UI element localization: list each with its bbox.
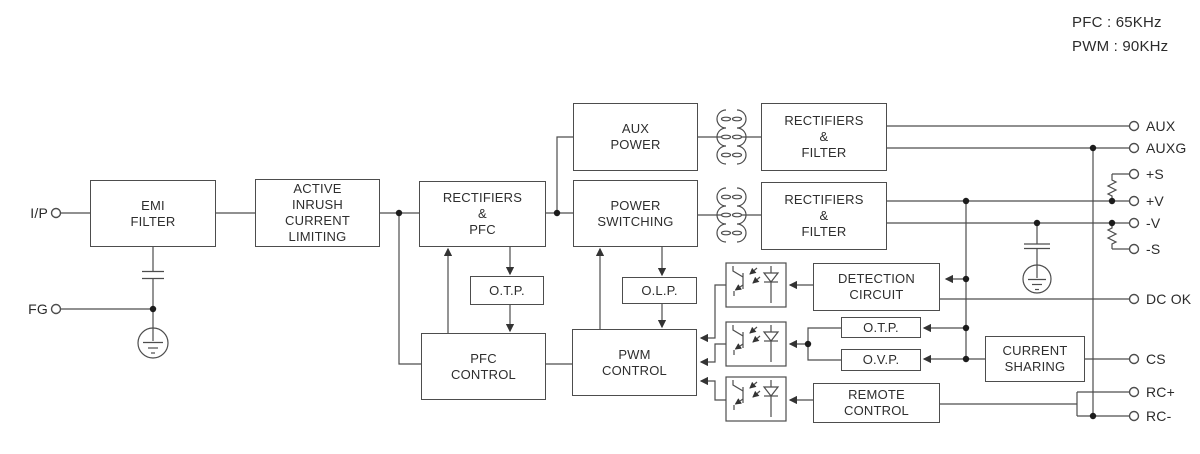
terminal-fg-label: FG (28, 301, 48, 317)
output-ground-branch (1022, 223, 1052, 294)
emi-filter-block: EMI FILTER (90, 180, 216, 247)
rectifiers-pfc-block: RECTIFIERS & PFC (419, 181, 546, 247)
terminal-plus-s-circle (1128, 168, 1140, 180)
otp-pfc-block: O.T.P. (470, 276, 544, 305)
aux-power-block: AUX POWER (573, 103, 698, 171)
terminal-aux-label: AUX (1146, 118, 1176, 134)
earth-ground-icon (137, 327, 169, 359)
pwm-frequency-note: PWM : 90KHz (1072, 38, 1169, 55)
terminal-aux-circle (1128, 120, 1140, 132)
rectifiers-filter-main-block: RECTIFIERS & FILTER (761, 182, 887, 250)
remote-control-block: REMOTE CONTROL (813, 383, 940, 423)
detection-circuit-block: DETECTION CIRCUIT (813, 263, 940, 311)
current-sharing-block: CURRENT SHARING (985, 336, 1085, 382)
opto-wires (699, 280, 841, 405)
terminal-rc-minus-circle (1128, 410, 1140, 422)
terminal-rc-plus-label: RC+ (1146, 384, 1175, 400)
emi-ground-branch (60, 247, 169, 359)
terminal-circles (50, 120, 1140, 422)
terminal-plus-v-circle (1128, 195, 1140, 207)
pfc-control-block: PFC CONTROL (421, 333, 546, 400)
sense-resistor-icons (1106, 173, 1129, 250)
pwm-control-block: PWM CONTROL (572, 329, 697, 396)
inrush-limiting-block: ACTIVE INRUSH CURRENT LIMITING (255, 179, 380, 247)
terminal-rc-plus-circle (1128, 386, 1140, 398)
output-wires (887, 125, 1129, 417)
terminal-cs-circle (1128, 353, 1140, 365)
ovp-block: O.V.P. (841, 349, 921, 371)
rectifiers-filter-aux-block: RECTIFIERS & FILTER (761, 103, 887, 171)
pfc-pwm-control-wires (443, 247, 667, 333)
terminal-fg-circle (50, 303, 62, 315)
terminal-rc-minus-label: RC- (1146, 408, 1172, 424)
terminal-cs-label: CS (1146, 351, 1166, 367)
terminal-plus-v-label: +V (1146, 193, 1164, 209)
terminal-dc-ok-label: DC OK (1146, 291, 1192, 307)
olp-block: O.L.P. (622, 277, 697, 304)
power-switching-block: POWER SWITCHING (573, 180, 698, 247)
junction-dots (149, 144, 1116, 420)
terminal-minus-v-label: -V (1146, 215, 1161, 231)
terminal-dc-ok-circle (1128, 293, 1140, 305)
terminal-plus-s-label: +S (1146, 166, 1164, 182)
terminal-minus-v-circle (1128, 217, 1140, 229)
otp-output-block: O.T.P. (841, 317, 921, 338)
capacitor-icon (142, 270, 164, 280)
terminal-minus-s-circle (1128, 243, 1140, 255)
terminal-minus-s-label: -S (1146, 241, 1161, 257)
terminal-ip-label: I/P (30, 205, 48, 221)
pfc-frequency-note: PFC : 65KHz (1072, 14, 1162, 31)
earth-ground-icon (1022, 264, 1052, 294)
terminal-ip-circle (50, 207, 62, 219)
input-bus-wires (60, 136, 573, 365)
capacitor-icon (1024, 243, 1050, 250)
terminal-auxg-label: AUXG (1146, 140, 1187, 156)
frequency-notes: PFC : 65KHz PWM : 90KHz (1072, 11, 1168, 59)
terminal-auxg-circle (1128, 142, 1140, 154)
